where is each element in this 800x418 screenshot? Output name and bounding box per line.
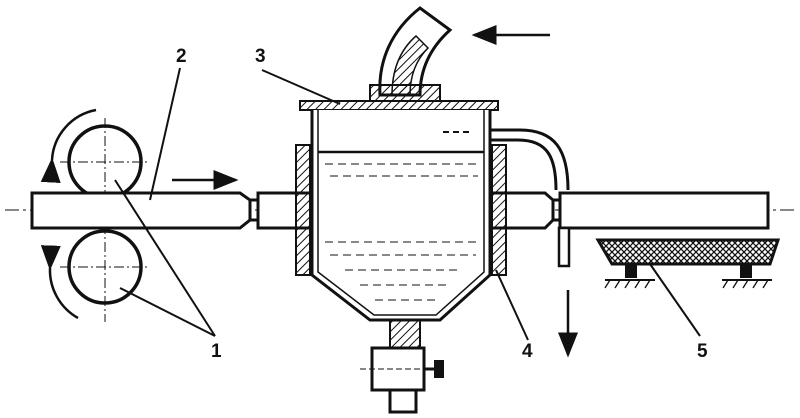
rotation-arrow-bottom bbox=[40, 245, 79, 320]
roller-top bbox=[60, 118, 150, 205]
leader-lines bbox=[114, 67, 701, 341]
rotation-arrow-top bbox=[40, 108, 97, 184]
roller-bottom bbox=[60, 224, 150, 322]
drain-valve bbox=[360, 319, 444, 414]
label-cover: 3 bbox=[255, 46, 266, 67]
label-tank: 4 bbox=[522, 341, 533, 362]
label-rollers: 1 bbox=[211, 341, 222, 362]
overflow-pipe bbox=[443, 128, 571, 268]
quench-tank bbox=[295, 110, 507, 322]
label-workpiece: 2 bbox=[176, 46, 187, 67]
label-collector-tray: 5 bbox=[697, 341, 708, 362]
inlet-pipe bbox=[369, 6, 453, 102]
collector-tray bbox=[595, 238, 781, 289]
tank-cover bbox=[299, 100, 499, 111]
